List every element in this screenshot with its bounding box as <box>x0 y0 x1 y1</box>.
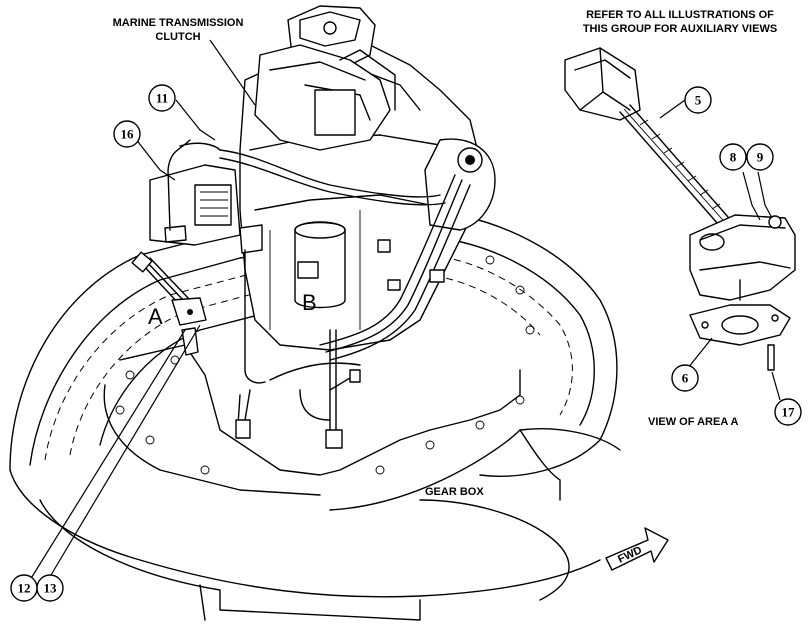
callout-11: 11 <box>148 84 176 112</box>
fwd-label: FWD <box>616 544 644 565</box>
view-of-area-a-label: VIEW OF AREA A <box>648 416 739 428</box>
callout-12: 12 <box>10 574 38 602</box>
svg-text:8: 8 <box>730 150 737 165</box>
callout-5: 5 <box>684 86 712 114</box>
svg-text:5: 5 <box>695 93 702 108</box>
leader-lines <box>29 39 781 581</box>
svg-text:12: 12 <box>18 581 31 596</box>
callout-16: 16 <box>113 120 141 148</box>
area-b-label: B <box>302 290 317 315</box>
callout-17: 17 <box>774 398 802 426</box>
svg-text:11: 11 <box>156 91 168 106</box>
marine-transmission-label-line1: MARINE TRANSMISSION <box>113 17 244 29</box>
detail-view-area-a <box>564 47 796 371</box>
refer-note-line1: REFER TO ALL ILLUSTRATIONS OF <box>586 9 774 21</box>
gear-box-label: GEAR BOX <box>425 486 484 498</box>
callout-9: 9 <box>746 143 774 171</box>
area-a-label: A <box>148 304 163 329</box>
marine-transmission-label-line2: CLUTCH <box>155 31 200 43</box>
callout-8: 8 <box>719 143 747 171</box>
refer-note-line2: THIS GROUP FOR AUXILIARY VIEWS <box>583 23 777 35</box>
callout-13: 13 <box>36 574 64 602</box>
svg-text:6: 6 <box>682 371 689 386</box>
svg-text:16: 16 <box>121 127 135 142</box>
svg-text:17: 17 <box>782 405 796 420</box>
forward-arrow-icon: FWD <box>605 527 669 571</box>
callout-6: 6 <box>671 364 699 392</box>
engine-drawing <box>9 5 621 621</box>
svg-text:9: 9 <box>757 150 764 165</box>
svg-text:13: 13 <box>44 581 58 596</box>
